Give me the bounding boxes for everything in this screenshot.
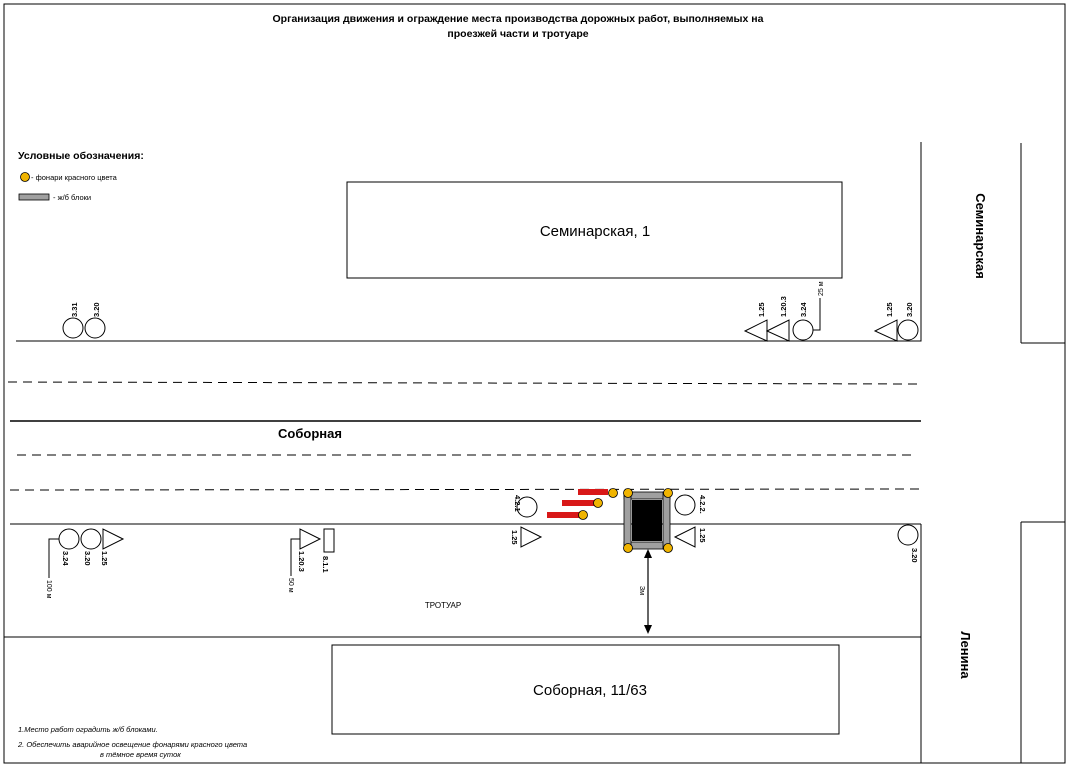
- legend-block-icon: [18, 193, 50, 201]
- sign-8-1-1-icon: [323, 528, 335, 553]
- sign-1-25-icon-sw: [102, 528, 125, 550]
- concrete-block-right: [662, 491, 671, 550]
- note-2: 2. Обеспечить аварийное освещение фонаря…: [17, 740, 247, 749]
- lane-dash-1: [7, 381, 922, 385]
- lane-dash-3: [9, 488, 922, 491]
- arrow-down-icon: [644, 625, 652, 634]
- distance-50-label: 50 м: [287, 578, 294, 593]
- concrete-block-left: [623, 491, 632, 550]
- sign-3-24-label-ne: 3.24: [799, 302, 808, 317]
- lantern-icon: [578, 510, 588, 520]
- road-edges: [4, 142, 1065, 763]
- street-seminarskaya-label: Семинарская: [973, 193, 988, 279]
- red-barrier-1: [578, 489, 608, 495]
- sign-4-2-2-icon: [674, 494, 696, 516]
- distance-leader-25: [813, 298, 821, 331]
- sign-3-20-label-nw: 3.20: [92, 302, 101, 317]
- sign-1-25-icon-wz2: [673, 526, 696, 548]
- lantern-icon: [663, 543, 673, 553]
- sign-1-25-icon-wz1: [520, 526, 543, 548]
- sign-1-20-3-label-sw: 1.20.3: [297, 551, 306, 572]
- sign-1-25-icon-ne1: [743, 319, 768, 342]
- sign-1-25-label-wz1: 1.25: [510, 530, 519, 545]
- sign-1-25-icon-ne2: [873, 319, 898, 342]
- building-seminarskaya-1-label: Семинарская, 1: [540, 223, 650, 240]
- street-lenina-label: Ленина: [958, 631, 973, 679]
- sign-1-20-3-label-ne: 1.20.3: [779, 296, 788, 317]
- sign-group-south-west: [48, 528, 335, 578]
- sign-4-2-1-label: 4.2.1: [513, 495, 522, 512]
- legend-lantern-icon: [20, 172, 30, 182]
- legend-block-label: - ж/б блоки: [53, 193, 91, 202]
- title-line-1: Организация движения и ограждение места …: [273, 13, 764, 25]
- building-sobornaya-11-63: [331, 644, 840, 735]
- sign-1-25-label-sw: 1.25: [100, 551, 109, 566]
- lane-markings: [7, 381, 922, 491]
- sign-group-work-zone: [516, 494, 919, 548]
- sign-3-20-label-se: 3.20: [910, 548, 919, 563]
- sign-3-24-icon-ne: [792, 319, 814, 341]
- sign-group-north-east: [743, 298, 919, 342]
- legend-heading: Условные обозначения:: [18, 150, 144, 162]
- building-seminarskaya-1: [346, 181, 843, 279]
- distance-3m-label: 3м: [638, 586, 647, 595]
- sign-8-1-1-label: 8.1.1: [321, 556, 330, 573]
- work-site: [623, 488, 673, 553]
- excavation-pit: [632, 500, 662, 541]
- sign-3-20-icon: [84, 317, 106, 339]
- legend-lantern-label: - фонари красного цвета: [31, 173, 118, 182]
- red-barrier-3: [547, 512, 581, 518]
- sign-1-20-3-icon-sw: [299, 528, 322, 550]
- sign-1-25-label-ne1: 1.25: [757, 302, 766, 317]
- street-sobornaya-label: Соборная: [278, 426, 342, 441]
- sign-3-31-icon: [62, 317, 84, 339]
- sign-1-20-3-icon-ne: [765, 319, 790, 342]
- page-frame: [3, 3, 1066, 764]
- sign-3-20-label-ne: 3.20: [905, 302, 914, 317]
- sign-4-2-1-icon: [516, 496, 538, 518]
- sign-3-24-icon-sw: [58, 528, 80, 550]
- sign-1-25-label-wz2: 1.25: [698, 528, 707, 543]
- note-1: 1.Место работ оградить ж/б блоками.: [18, 725, 158, 734]
- sign-group-north-west: [62, 317, 106, 339]
- distance-25-label: 25 м: [818, 281, 825, 296]
- lantern-icon: [623, 488, 633, 498]
- lantern-icon: [593, 498, 603, 508]
- sign-3-20-icon-sw: [80, 528, 102, 550]
- title-line-2: проезжей части и тротуаре: [447, 28, 588, 40]
- arrow-up-icon: [644, 549, 652, 558]
- note-3: в тёмное время суток: [100, 750, 181, 759]
- distance-100-label: 100 м: [45, 580, 52, 599]
- lantern-icon: [663, 488, 673, 498]
- sign-3-20-label-sw: 3.20: [83, 551, 92, 566]
- sign-3-31-label: 3.31: [70, 302, 79, 317]
- road-edge-north: [16, 142, 922, 342]
- legend: Условные обозначения: - фонари красного …: [18, 150, 144, 202]
- red-barriers: [547, 488, 618, 520]
- sidewalk-label: ТРОТУАР: [425, 601, 461, 610]
- lantern-icon: [608, 488, 618, 498]
- distance-leader-50: [290, 538, 300, 576]
- sign-1-25-label-ne2: 1.25: [885, 302, 894, 317]
- sign-4-2-2-label: 4.2.2.: [698, 495, 707, 514]
- sign-3-20-icon-se: [897, 524, 919, 546]
- lantern-icon: [623, 543, 633, 553]
- dimension-3m: [644, 549, 652, 634]
- sign-3-24-label-sw: 3.24: [61, 551, 70, 566]
- building-sobornaya-label: Соборная, 11/63: [533, 682, 647, 699]
- distance-leader-100: [48, 538, 59, 578]
- red-barrier-2: [562, 500, 596, 506]
- sign-3-20-icon-ne: [897, 319, 919, 341]
